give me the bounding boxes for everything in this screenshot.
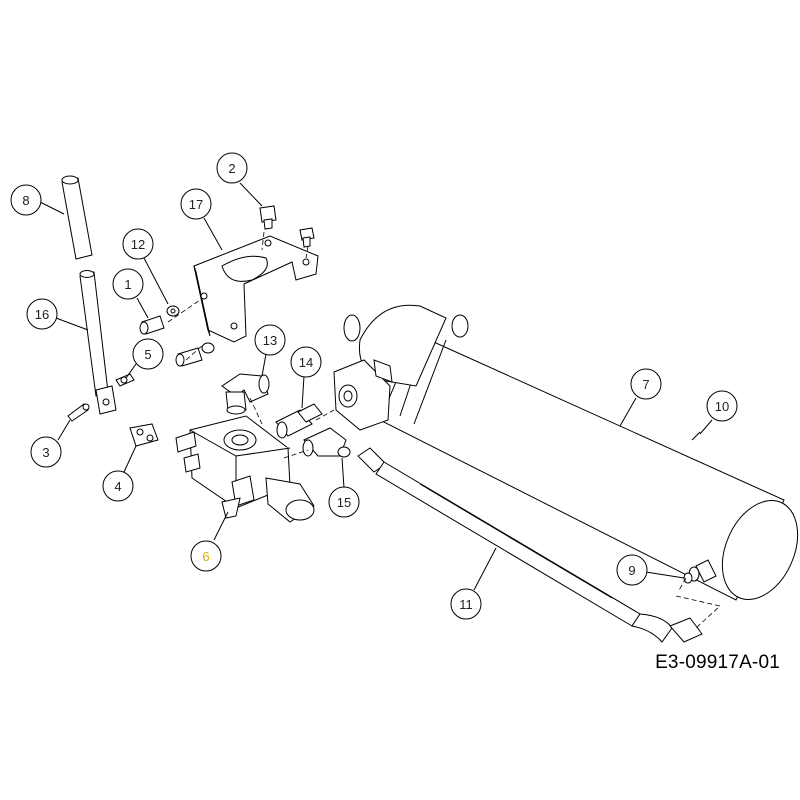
part-hose-11 (357, 447, 703, 643)
part-valve-6 (175, 415, 315, 523)
part-pin-10 (691, 431, 701, 441)
part-rod-8 (61, 175, 93, 260)
part-washer-12 (166, 305, 180, 317)
part-lever-16 (79, 270, 117, 415)
callout-13-label: 13 (263, 333, 277, 348)
callout-5-label: 5 (144, 347, 151, 362)
callout-15: 15 (328, 457, 360, 518)
callout-6: 6 (190, 511, 229, 572)
assembly-lines (167, 231, 721, 629)
callout-17: 17 (180, 188, 223, 251)
callout-8-label: 8 (22, 193, 29, 208)
callout-4: 4 (102, 445, 137, 502)
part-cylinder-7 (333, 304, 799, 601)
drawing-reference-code: E3-09917A-01 (655, 652, 780, 673)
callout-16-label: 16 (35, 307, 49, 322)
callout-8: 8 (10, 184, 65, 216)
callout-12-label: 12 (131, 237, 145, 252)
callout-6-label: 6 (202, 549, 209, 564)
callout-14: 14 (290, 346, 322, 409)
callout-16: 16 (26, 298, 89, 331)
callout-3-label: 3 (42, 445, 49, 460)
part-bolt-lower (175, 342, 215, 367)
callout-5: 5 (125, 338, 164, 379)
part-bracket-17 (193, 235, 319, 343)
part-elbow-13 (221, 373, 270, 415)
part-link-4 (129, 423, 159, 447)
callout-12: 12 (122, 228, 169, 305)
callout-2: 2 (216, 152, 263, 207)
callout-7: 7 (619, 368, 662, 427)
callout-14-label: 14 (299, 355, 313, 370)
part-bolt-1 (139, 315, 165, 335)
part-fitting-9 (683, 572, 693, 584)
part-clip-5 (115, 373, 135, 387)
part-elbow-15 (302, 427, 351, 458)
callout-10-label: 10 (715, 399, 729, 414)
callout-9: 9 (616, 554, 685, 586)
part-fitting-14 (275, 403, 323, 439)
callout-4-label: 4 (114, 479, 121, 494)
callout-15-label: 15 (337, 495, 351, 510)
callout-10: 10 (699, 390, 738, 435)
part-pin-3 (67, 403, 90, 422)
callout-13: 13 (254, 324, 286, 377)
callout-11: 11 (450, 547, 497, 620)
callout-17-label: 17 (189, 197, 203, 212)
callout-3: 3 (30, 419, 71, 468)
callout-1: 1 (112, 268, 149, 319)
callout-9-label: 9 (628, 563, 635, 578)
callout-1-label: 1 (124, 277, 131, 292)
callout-7-label: 7 (642, 377, 649, 392)
part-screw-2 (259, 205, 315, 248)
callout-2-label: 2 (228, 161, 235, 176)
callout-11-label: 11 (459, 597, 473, 612)
